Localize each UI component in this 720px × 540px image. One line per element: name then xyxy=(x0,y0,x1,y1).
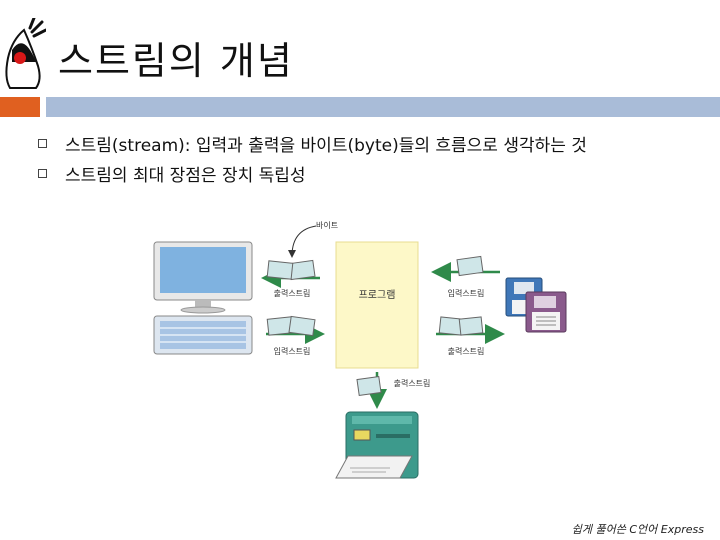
accent-bar-orange xyxy=(0,97,40,117)
byte-packet-icon xyxy=(356,375,382,397)
program-label: 프로그램 xyxy=(359,289,396,301)
byte-packet-icon xyxy=(456,255,484,277)
accent-bar-blue xyxy=(46,97,720,117)
duke-mascot-icon xyxy=(5,18,46,89)
bullet-text: 스트림(stream): 입력과 출력을 바이트(byte)들의 흐름으로 생각… xyxy=(65,135,587,156)
byte-packet-icon xyxy=(458,316,484,336)
left-bottom-label: 입력스트림 xyxy=(274,346,311,356)
footer-credit: 쉽게 풀어쓴 C언어 Express xyxy=(571,523,704,536)
stream-diagram: 프로그램 출력스트림 입력스트림 바이트 입력스트림 출력스트림 xyxy=(153,220,567,479)
program-box xyxy=(335,241,419,369)
bullet-item: 스트림의 최대 장점은 장치 독립성 xyxy=(38,158,708,188)
byte-packet-icon xyxy=(288,315,316,337)
bullet-list: 스트림(stream): 입력과 출력을 바이트(byte)들의 흐름으로 생각… xyxy=(38,128,708,188)
bullet-box-icon xyxy=(38,168,47,178)
right-top-label: 입력스트림 xyxy=(448,288,485,298)
bullet-box-icon xyxy=(38,138,47,148)
left-top-label: 출력스트림 xyxy=(274,288,311,298)
right-bottom-label: 출력스트림 xyxy=(448,346,485,356)
monitor-icon xyxy=(153,241,253,314)
bullet-text: 스트림의 최대 장점은 장치 독립성 xyxy=(65,165,306,186)
bottom-label: 출력스트림 xyxy=(394,378,431,388)
byte-packet-icon xyxy=(266,260,294,280)
keyboard-icon xyxy=(153,315,253,355)
slide-title: 스트림의 개념 xyxy=(58,39,294,83)
byte-label: 바이트 xyxy=(316,220,338,230)
bullet-item: 스트림(stream): 입력과 출력을 바이트(byte)들의 흐름으로 생각… xyxy=(38,128,708,158)
floppy-disk-icon xyxy=(525,291,567,333)
printer-icon xyxy=(335,411,419,479)
